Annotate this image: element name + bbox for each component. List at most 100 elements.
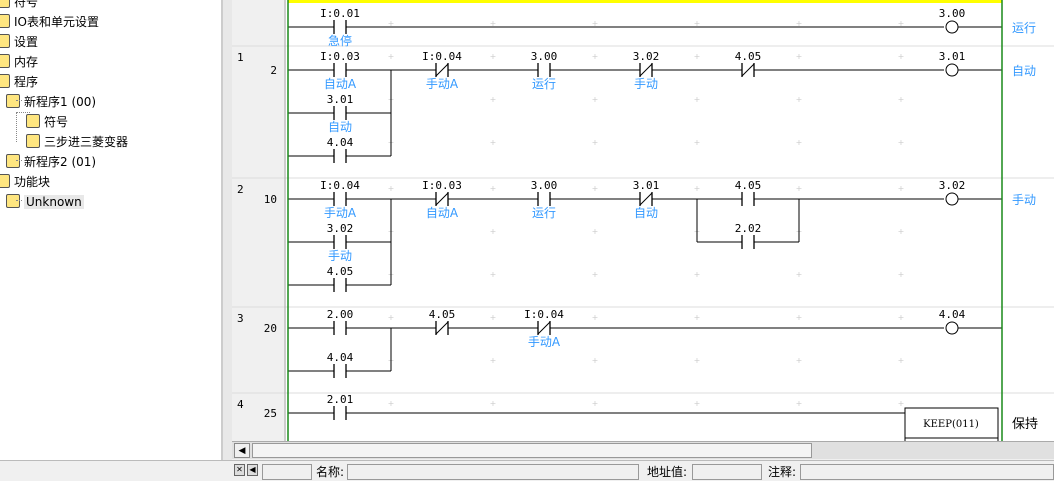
grid-marker: +: [694, 270, 701, 279]
grid-marker: +: [796, 356, 803, 365]
step-number: 25: [264, 407, 277, 420]
grid-marker: +: [592, 270, 599, 279]
grid-marker: +: [490, 184, 497, 193]
coil-comment: 手动: [1012, 193, 1036, 207]
tree-item[interactable]: 符号: [0, 0, 38, 12]
contact-gap: [538, 198, 550, 201]
tree-item[interactable]: 符号: [26, 112, 68, 132]
ladder-editor[interactable]: ++++++++++++I:0.01急停3.00运行12++++++++++++…: [232, 0, 1054, 441]
grid-marker: +: [490, 270, 497, 279]
tree-item[interactable]: 内存: [0, 52, 38, 72]
contact-gap: [334, 412, 346, 415]
rung-number: 3: [237, 312, 244, 325]
grid-marker: +: [592, 138, 599, 147]
grid-marker: +: [592, 356, 599, 365]
grid-marker: +: [592, 184, 599, 193]
tree-scrollbar[interactable]: [222, 0, 232, 461]
tree-item[interactable]: 设置: [0, 32, 38, 52]
tree-item-label: IO表和单元设置: [14, 15, 99, 29]
step-number: 2: [270, 64, 277, 77]
tree-item-label: 符号: [44, 115, 69, 129]
contact-address: I:0.04: [320, 179, 360, 192]
contact-address: I:0.04: [422, 50, 462, 63]
contact-comment: 手动: [634, 77, 658, 91]
grid-marker: +: [490, 399, 497, 408]
name-field: [347, 464, 639, 480]
comment-field: [800, 464, 1054, 480]
coil-comment: 自动: [1012, 64, 1036, 78]
contact-comment: 运行: [532, 77, 556, 91]
tree-item-label: 三步进三菱变器: [44, 135, 129, 149]
grid-marker: +: [694, 138, 701, 147]
grid-marker: +: [796, 138, 803, 147]
contact-comment: 手动A: [426, 77, 459, 91]
grid-marker: +: [388, 184, 395, 193]
tree-item-label: 程序: [14, 75, 39, 89]
grid-marker: +: [796, 270, 803, 279]
contact-gap: [334, 112, 346, 115]
horizontal-scrollbar[interactable]: ◀: [232, 441, 1054, 459]
settings-icon: [0, 34, 10, 48]
contact-gap: [742, 241, 754, 244]
grid-marker: +: [388, 399, 395, 408]
tree-item[interactable]: 功能块: [0, 172, 50, 192]
grid-marker: +: [694, 399, 701, 408]
contact-address: 4.05: [735, 179, 762, 192]
contact-comment: 自动A: [426, 206, 459, 220]
programs-icon: [0, 74, 10, 88]
tree-item[interactable]: IO表和单元设置: [0, 12, 99, 32]
contact-address: I:0.03: [320, 50, 360, 63]
grid-marker: +: [898, 313, 905, 322]
grid-marker: +: [898, 399, 905, 408]
keep-instruction-box: [904, 407, 999, 439]
local-symbol-icon: [26, 114, 40, 128]
tree-item[interactable]: Unknown: [6, 192, 84, 212]
status-bar: ✕ ◀ 名称: 地址值: 注释:: [0, 460, 1054, 481]
coil-address: 3.00: [939, 7, 966, 20]
box-comment: 保持: [1012, 417, 1038, 432]
tree-item[interactable]: 新程序1 (00): [6, 92, 96, 112]
contact-address: I:0.04: [524, 308, 564, 321]
grid-marker: +: [592, 399, 599, 408]
contact-address: 4.04: [327, 136, 354, 149]
address-label: 地址值:: [647, 465, 688, 479]
grid-marker: +: [694, 184, 701, 193]
nc-slash: [435, 192, 449, 206]
scroll-thumb[interactable]: [252, 443, 812, 458]
project-tree[interactable]: 符号 IO表和单元设置设置内存程序新程序1 (00) 符号三步进三菱变器新程序2 (…: [0, 0, 222, 461]
contact-gap: [334, 69, 346, 72]
grid-marker: +: [694, 95, 701, 104]
fb-instance-icon: [6, 194, 20, 208]
tree-item-label: 新程序2 (01): [24, 155, 97, 169]
tree-item[interactable]: 三步进三菱变器: [26, 132, 128, 152]
contact-address: I:0.03: [422, 179, 462, 192]
grid-marker: +: [796, 52, 803, 61]
tree-item-label: 设置: [14, 35, 39, 49]
output-coil: [945, 63, 959, 77]
contact-address: 4.05: [735, 50, 762, 63]
function-block-icon: [0, 174, 10, 188]
contact-gap: [334, 284, 346, 287]
scroll-left-button[interactable]: ◀: [234, 443, 250, 458]
grid-marker: +: [796, 399, 803, 408]
close-icon[interactable]: ✕: [234, 464, 245, 476]
tree-item-label: 符号: [14, 0, 39, 9]
arrow-left-icon[interactable]: ◀: [247, 464, 258, 476]
contact-address: 4.04: [327, 351, 354, 364]
contact-gap: [742, 198, 754, 201]
grid-marker: +: [796, 184, 803, 193]
keep-instruction-label: KEEP(011): [923, 419, 979, 430]
output-coil: [945, 321, 959, 335]
grid-marker: +: [490, 356, 497, 365]
grid-marker: +: [898, 138, 905, 147]
contact-address: 3.02: [327, 222, 354, 235]
contact-comment: 自动A: [324, 77, 357, 91]
contact-comment: 自动: [634, 206, 658, 220]
grid-marker: +: [490, 95, 497, 104]
tree-item[interactable]: 新程序2 (01): [6, 152, 96, 172]
tree-item[interactable]: 程序: [0, 72, 38, 92]
contact-gap: [334, 327, 346, 330]
grid-marker: +: [796, 19, 803, 28]
grid-marker: +: [694, 356, 701, 365]
ladder-diagram[interactable]: ++++++++++++I:0.01急停3.00运行12++++++++++++…: [232, 0, 1054, 441]
